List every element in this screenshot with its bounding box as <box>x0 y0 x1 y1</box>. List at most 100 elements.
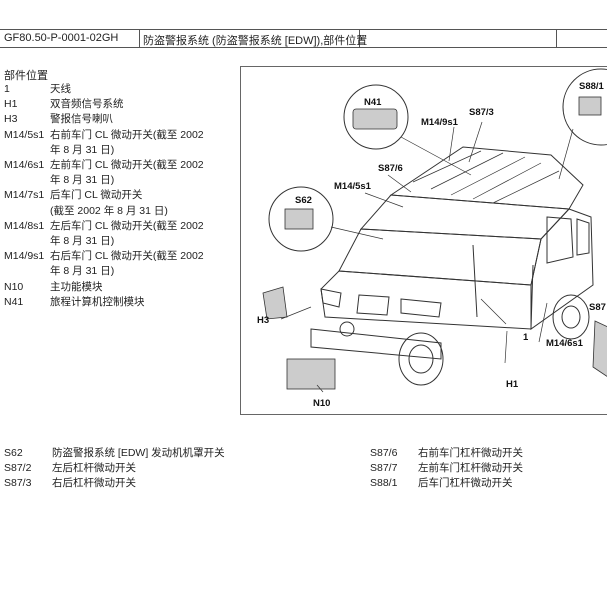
legend-desc: 天线 <box>50 83 71 95</box>
legend-desc: 右前车门 CL 微动开关(截至 2002 <box>50 128 204 141</box>
document-code: GF80.50-P-0001-02GH <box>4 32 119 44</box>
bottom-legend-right: S87/6 右前车门杠杆微动开关 S87/7 左前车门杠杆微动开关 S88/1 后车门… <box>370 446 523 492</box>
n41-module <box>352 108 398 130</box>
header-divider <box>359 29 360 48</box>
label-s87: S87 <box>589 302 606 313</box>
legend-item: N41 旅程计算机控制模块 <box>4 295 234 310</box>
legend-code: S87/7 <box>370 462 398 475</box>
legend-item-cont: 年 8 月 31 日) <box>4 264 234 279</box>
legend-item: H3 警报信号喇叭 <box>4 112 234 127</box>
legend-heading: 部件位置 <box>4 70 48 82</box>
car-front-fascia <box>320 270 532 330</box>
legend-code: H3 <box>4 113 18 126</box>
vehicle-illustration: N41 S87/3 M14/9s1 S88/1 S87/6 M14/5s1 S6… <box>257 68 607 409</box>
legend-item-cont: 年 8 月 31 日) <box>4 143 234 158</box>
legend-desc: 年 8 月 31 日) <box>50 143 115 156</box>
legend-desc: 年 8 月 31 日) <box>50 235 115 248</box>
car-bumper <box>310 328 442 360</box>
legend-code: S87/3 <box>4 477 32 490</box>
legend-desc: 左前车门杠杆微动开关 <box>418 462 523 475</box>
n10-module <box>286 358 336 390</box>
label-m14-5s1: M14/5s1 <box>334 181 372 192</box>
car-grille <box>356 294 390 316</box>
bottom-legend-left: S62 防盗警报系统 [EDW] 发动机机罩开关 S87/2 左后杠杆微动开关 S8… <box>4 446 225 492</box>
car-windshield <box>359 194 571 240</box>
label-s88-1: S88/1 <box>579 81 605 92</box>
legend-desc: 旅程计算机控制模块 <box>50 295 145 308</box>
document-title: 防盗警报系统 (防盗警报系统 [EDW]),部件位置 <box>143 35 368 47</box>
s62-switch <box>284 208 314 230</box>
legend-item: S87/3 右后杠杆微动开关 <box>4 476 225 491</box>
legend-item: H1 双音频信号系统 <box>4 97 234 112</box>
label-h3: H3 <box>257 315 269 326</box>
rear-wheel <box>552 294 590 340</box>
header-divider <box>139 29 140 48</box>
label-s87-6: S87/6 <box>378 163 403 174</box>
legend-item: S62 防盗警报系统 [EDW] 发动机机罩开关 <box>4 446 225 461</box>
header-bottom-rule <box>0 47 607 48</box>
legend-item: 1 天线 <box>4 82 234 97</box>
legend-item: M14/8s1 左后车门 CL 微动开关(截至 2002 <box>4 219 234 234</box>
label-n10: N10 <box>313 398 330 409</box>
component-legend: 1 天线 H1 双音频信号系统 H3 警报信号喇叭 M14/5s1 右前车门 CL 微动… <box>4 82 234 310</box>
legend-desc: 左后车门 CL 微动开关(截至 2002 <box>50 219 204 232</box>
car-side-windows <box>546 216 590 264</box>
legend-item: M14/5s1 右前车门 CL 微动开关(截至 2002 <box>4 128 234 143</box>
legend-desc: 右后车门 CL 微动开关(截至 2002 <box>50 250 204 263</box>
legend-item-cont: 年 8 月 31 日) <box>4 234 234 249</box>
legend-desc: 左前车门 CL 微动开关(截至 2002 <box>50 159 204 172</box>
label-h1: H1 <box>506 379 519 390</box>
legend-item: S87/2 左后杠杆微动开关 <box>4 461 225 476</box>
front-wheel <box>398 332 444 386</box>
legend-desc: 右前车门杠杆微动开关 <box>418 447 523 459</box>
car-side-body <box>530 208 594 330</box>
legend-desc: 右后杠杆微动开关 <box>52 477 136 490</box>
header-top-rule <box>0 29 607 30</box>
vehicle-component-diagram: N41 S87/3 M14/9s1 S88/1 S87/6 M14/5s1 S6… <box>240 66 607 415</box>
car-hood <box>338 228 542 286</box>
label-m14-9s1: M14/9s1 <box>421 117 459 128</box>
legend-desc: 后车门杠杆微动开关 <box>418 477 513 490</box>
legend-item: M14/7s1 后车门 CL 微动开关 <box>4 188 234 203</box>
car-roof-outline <box>389 146 584 210</box>
rear-wheel-hub <box>561 305 581 329</box>
legend-code: H1 <box>4 98 18 111</box>
legend-code: S62 <box>4 447 23 459</box>
legend-desc: 后车门 CL 微动开关 <box>50 189 143 202</box>
front-wheel-hub <box>408 344 434 374</box>
label-s87-3: S87/3 <box>469 107 494 118</box>
legend-desc: 年 8 月 31 日) <box>50 174 115 187</box>
door-lines <box>472 244 534 330</box>
label-m14-6s1: M14/6s1 <box>546 338 584 349</box>
legend-desc: 主功能模块 <box>50 280 103 293</box>
legend-desc: 年 8 月 31 日) <box>50 265 115 278</box>
legend-code: S88/1 <box>370 477 398 490</box>
legend-desc: 警报信号喇叭 <box>50 113 113 126</box>
label-n41: N41 <box>364 97 382 108</box>
legend-code: M14/9s1 <box>4 250 45 263</box>
h3-horn <box>262 286 288 320</box>
legend-code: M14/6s1 <box>4 159 45 172</box>
label-s62: S62 <box>295 195 312 206</box>
s88-switch <box>578 96 602 116</box>
legend-desc: (截至 2002 年 8 月 31 日) <box>50 204 168 217</box>
legend-desc: 防盗警报系统 [EDW] 发动机机罩开关 <box>52 447 225 459</box>
legend-code: S87/2 <box>4 462 32 475</box>
legend-code: S87/6 <box>370 447 398 459</box>
car-emblem <box>339 321 355 337</box>
legend-item-cont: (截至 2002 年 8 月 31 日) <box>4 204 234 219</box>
legend-desc: 双音频信号系统 <box>50 98 124 111</box>
legend-code: M14/5s1 <box>4 128 45 141</box>
legend-desc: 左后杠杆微动开关 <box>52 462 136 475</box>
s87-bracket <box>592 320 607 377</box>
legend-code: N41 <box>4 295 24 308</box>
car-headlight <box>320 288 442 318</box>
legend-code: 1 <box>4 83 10 95</box>
legend-item: M14/6s1 左前车门 CL 微动开关(截至 2002 <box>4 158 234 173</box>
legend-code: M14/8s1 <box>4 219 45 232</box>
legend-item: S87/7 左前车门杠杆微动开关 <box>370 461 523 476</box>
legend-code: M14/7s1 <box>4 189 45 202</box>
header-divider <box>556 29 557 48</box>
legend-item-cont: 年 8 月 31 日) <box>4 173 234 188</box>
